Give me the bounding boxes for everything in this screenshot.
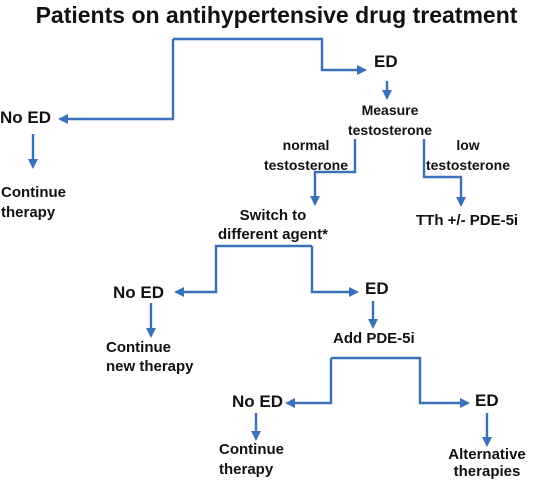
node-low-line1: low <box>456 137 480 153</box>
arrow-add-pde-to-no-ed-bottom <box>285 358 333 408</box>
node-continue-new-line2: new therapy <box>106 358 194 375</box>
arrow-switch-to-ed-mid <box>310 246 359 297</box>
node-switch-line2: different agent* <box>218 226 329 243</box>
arrow-measure-to-switch <box>310 139 357 206</box>
node-no-ed-bottom: No ED <box>232 392 283 411</box>
node-measure-line2: testosterone <box>347 122 433 138</box>
node-no-ed-top: No ED <box>0 108 51 127</box>
node-alternative-line1: Alternative <box>448 446 526 463</box>
node-normal-line1: normal <box>282 137 330 153</box>
diagram-title: Patients on antihypertensive drug treatm… <box>35 2 518 28</box>
node-alternative-line2: therapies <box>453 463 521 480</box>
arrow-add-pde-to-ed-bottom <box>331 356 470 408</box>
node-no-ed-mid: No ED <box>113 283 164 302</box>
arrow-to-ed-top <box>173 37 367 75</box>
node-continue-bottom-line2: therapy <box>219 461 274 478</box>
arrow-measure-to-tth <box>422 139 466 207</box>
node-add-pde: Add PDE-5i <box>333 330 415 347</box>
node-measure-line1: Measure <box>361 102 419 118</box>
node-ed-mid: ED <box>365 279 389 298</box>
node-continue-top-line1: Continue <box>1 184 66 201</box>
node-low-line2: testosterone <box>425 157 511 173</box>
arrow-switch-to-no-ed-mid <box>174 244 312 297</box>
arrow-to-no-ed-top <box>58 39 175 124</box>
node-ed-top: ED <box>374 52 398 71</box>
node-switch-line1: Switch to <box>239 207 307 224</box>
node-ed-bottom: ED <box>475 391 499 410</box>
node-normal-line2: testosterone <box>263 157 349 173</box>
node-continue-new-line1: Continue <box>106 339 171 356</box>
node-continue-bottom-line1: Continue <box>219 441 284 458</box>
node-tth: TTh +/- PDE-5i <box>416 212 519 229</box>
node-continue-top-line2: therapy <box>1 204 56 221</box>
